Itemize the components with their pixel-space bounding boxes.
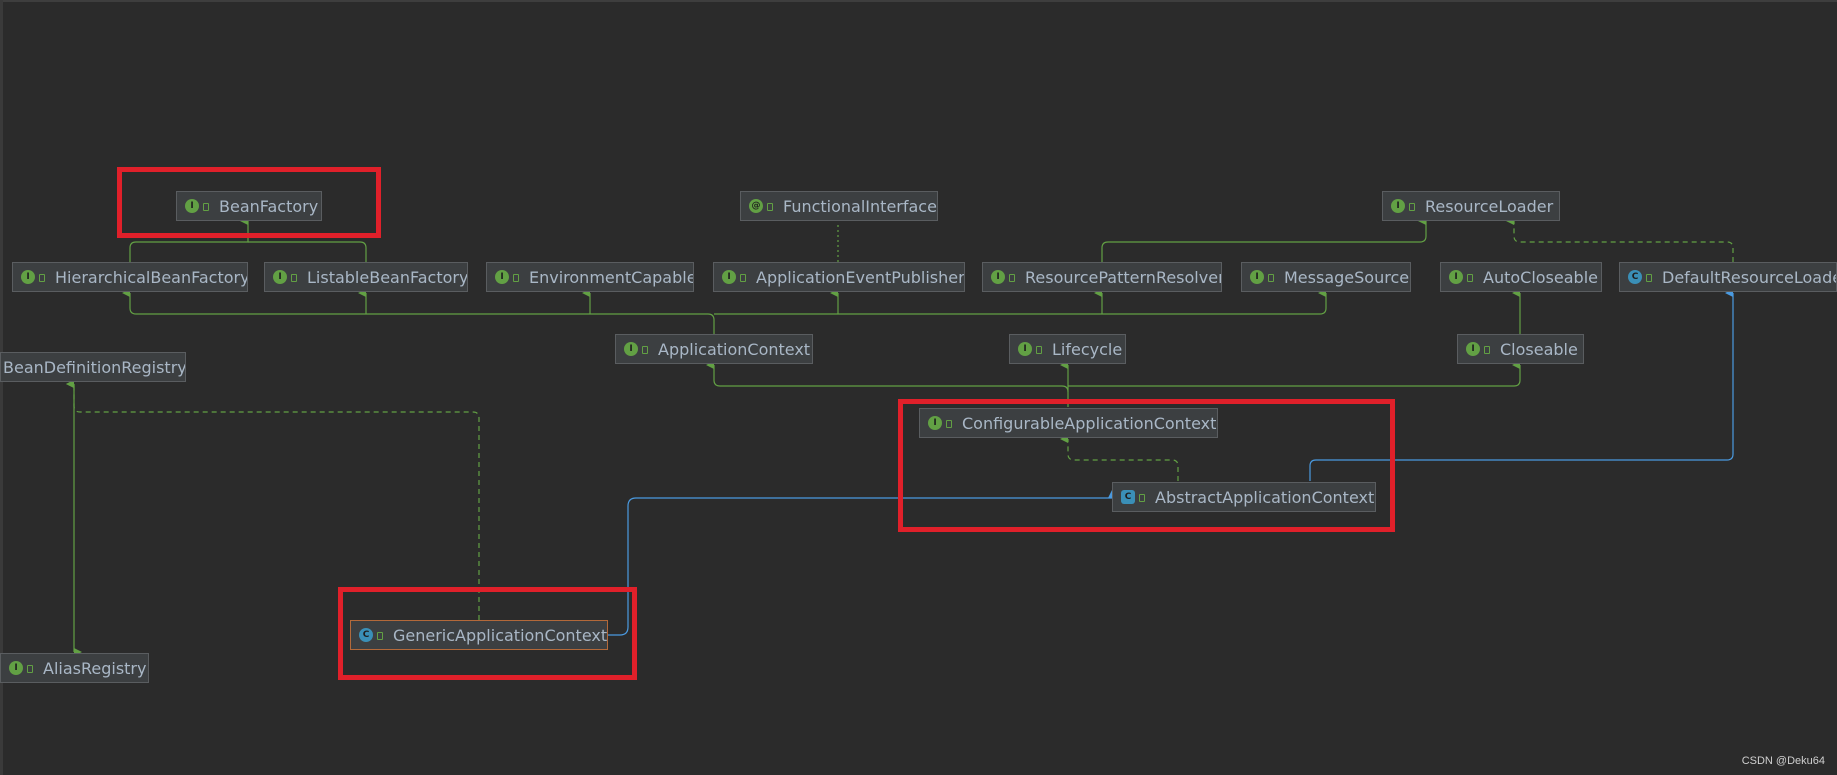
node-listable-bean-factory[interactable]: I ListableBeanFactory <box>264 262 468 292</box>
interface-icon: I <box>9 661 23 675</box>
line-abstract-to-defaultloader <box>1309 289 1734 481</box>
line-hierarchical-to-beanfactory <box>129 217 249 262</box>
node-configurable-application-context[interactable]: I ConfigurableApplicationContext <box>919 408 1218 438</box>
node-message-source[interactable]: I MessageSource <box>1241 262 1411 292</box>
public-lock-icon <box>767 203 773 211</box>
node-label: HierarchicalBeanFactory <box>55 267 248 287</box>
public-lock-icon <box>39 274 45 282</box>
node-label: AliasRegistry <box>43 658 147 678</box>
public-lock-icon <box>740 274 746 282</box>
public-lock-icon <box>1139 494 1145 502</box>
node-label: ApplicationEventPublisher <box>756 267 965 287</box>
node-label: ApplicationContext <box>658 339 811 359</box>
line-listable-to-beanfactory <box>248 241 367 262</box>
public-lock-icon <box>1484 346 1490 354</box>
node-label: EnvironmentCapable <box>529 267 694 287</box>
interface-icon: I <box>1018 342 1032 356</box>
public-lock-icon <box>1036 346 1042 354</box>
node-label: FunctionalInterface <box>783 196 937 216</box>
window-top-border <box>0 0 1837 2</box>
node-closeable[interactable]: I Closeable <box>1457 334 1584 364</box>
public-lock-icon <box>1409 203 1415 211</box>
interface-icon: I <box>1466 342 1480 356</box>
public-lock-icon <box>291 274 297 282</box>
public-lock-icon <box>642 346 648 354</box>
node-label: ListableBeanFactory <box>307 267 468 287</box>
node-label: ResourcePatternResolver <box>1025 267 1222 287</box>
node-default-resource-loader[interactable]: C DefaultResourceLoader <box>1619 262 1837 292</box>
line-configurable-to-appcontext <box>706 361 1069 407</box>
interface-icon: I <box>1449 270 1463 284</box>
node-label: AutoCloseable <box>1483 267 1598 287</box>
node-lifecycle[interactable]: I Lifecycle <box>1009 334 1126 364</box>
public-lock-icon <box>1268 274 1274 282</box>
public-lock-icon <box>1009 274 1015 282</box>
node-generic-application-context[interactable]: C GenericApplicationContext <box>350 620 608 650</box>
node-label: BeanFactory <box>219 196 319 216</box>
class-icon: C <box>1628 270 1642 284</box>
node-label: ResourceLoader <box>1425 196 1554 216</box>
public-lock-icon <box>1646 274 1652 282</box>
line-appcontext-to-patternresolver <box>714 289 1327 315</box>
line-defaultloader-to-resourceloader <box>1506 217 1734 262</box>
interface-icon: I <box>185 199 199 213</box>
node-label: ConfigurableApplicationContext <box>962 413 1217 433</box>
node-alias-registry[interactable]: I AliasRegistry <box>0 653 149 683</box>
node-environment-capable[interactable]: I EnvironmentCapable <box>486 262 694 292</box>
public-lock-icon <box>203 203 209 211</box>
node-application-event-publisher[interactable]: I ApplicationEventPublisher <box>713 262 965 292</box>
abstract-class-icon: C <box>1121 490 1135 504</box>
node-bean-definition-registry[interactable]: BeanDefinitionRegistry <box>0 352 186 382</box>
line-generic-to-abstract <box>608 490 1116 636</box>
interface-icon: I <box>495 270 509 284</box>
public-lock-icon <box>946 420 952 428</box>
node-label: BeanDefinitionRegistry <box>3 357 186 377</box>
node-label: Lifecycle <box>1052 339 1123 359</box>
node-label: DefaultResourceLoader <box>1662 267 1837 287</box>
line-patternresolver-to-resourceloader <box>1101 217 1427 262</box>
line-generic-to-beandefinitionregistry <box>66 380 480 620</box>
line-configurable-to-closeable <box>1068 361 1521 387</box>
node-hierarchical-bean-factory[interactable]: I HierarchicalBeanFactory <box>12 262 248 292</box>
interface-icon: I <box>624 342 638 356</box>
interface-icon: I <box>1250 270 1264 284</box>
node-functional-interface[interactable]: @ FunctionalInterface <box>740 191 938 221</box>
public-lock-icon <box>377 632 383 640</box>
node-label: GenericApplicationContext <box>393 625 608 645</box>
interface-icon: I <box>21 270 35 284</box>
line-abstract-to-configurable <box>1060 435 1179 481</box>
node-label: MessageSource <box>1284 267 1410 287</box>
interface-icon: I <box>722 270 736 284</box>
interface-icon: I <box>273 270 287 284</box>
node-abstract-application-context[interactable]: C AbstractApplicationContext <box>1112 482 1376 512</box>
annotation-icon: @ <box>749 199 763 213</box>
window-left-border <box>0 0 3 775</box>
class-icon: C <box>359 628 373 642</box>
interface-icon: I <box>1391 199 1405 213</box>
interface-icon: I <box>991 270 1005 284</box>
node-resource-loader[interactable]: I ResourceLoader <box>1382 191 1560 221</box>
interface-icon: I <box>928 416 942 430</box>
node-bean-factory[interactable]: I BeanFactory <box>176 191 322 221</box>
node-application-context[interactable]: I ApplicationContext <box>615 334 813 364</box>
line-appcontext-bus <box>122 289 715 334</box>
node-label: AbstractApplicationContext <box>1155 487 1375 507</box>
node-label: Closeable <box>1500 339 1578 359</box>
node-resource-pattern-resolver[interactable]: I ResourcePatternResolver <box>982 262 1222 292</box>
public-lock-icon <box>1467 274 1473 282</box>
public-lock-icon <box>27 665 33 673</box>
public-lock-icon <box>513 274 519 282</box>
watermark: CSDN @Deku64 <box>1741 755 1825 767</box>
node-auto-closeable[interactable]: I AutoCloseable <box>1440 262 1602 292</box>
